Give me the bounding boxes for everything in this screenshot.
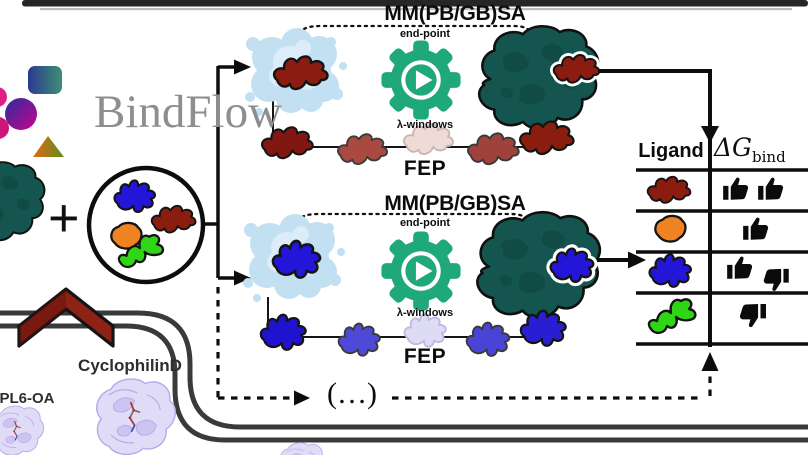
table-header-ligand: Ligand bbox=[638, 140, 704, 162]
table-ligand-blue bbox=[648, 253, 692, 288]
brand-title: BindFlow bbox=[94, 86, 283, 138]
branch-arrowheads bbox=[234, 59, 251, 286]
row2-endpoint-label: end-point bbox=[399, 217, 451, 229]
to-table-arrow-line bbox=[598, 69, 712, 126]
table-header-dg-bind: ΔGbind bbox=[714, 133, 786, 166]
plus-sign: + bbox=[48, 188, 80, 248]
chevron-up-marker bbox=[17, 287, 115, 348]
more-systems-dashed-path bbox=[216, 287, 712, 400]
protein-structure-pl6oa bbox=[0, 405, 45, 455]
gear-engine-icon bbox=[381, 231, 461, 311]
gear-engine-icon bbox=[381, 40, 461, 120]
delta-g-symbol: ΔG bbox=[714, 133, 753, 162]
system-label-cyclophilind: CyclophilinD bbox=[78, 356, 182, 375]
thumbs-up-icon bbox=[723, 177, 749, 200]
row2-lambda-windows-label: λ-windows bbox=[396, 307, 454, 319]
table-ligand-orange bbox=[654, 214, 687, 243]
row1-method-label: MM(PB/GB)SA bbox=[384, 2, 526, 25]
more-systems-ellipsis: (…) bbox=[327, 377, 377, 410]
protein-structure-cyclophilind bbox=[95, 378, 177, 455]
row1-endpoint-label: end-point bbox=[399, 28, 451, 40]
results-table-ligands bbox=[646, 175, 697, 335]
results-table-grid bbox=[636, 139, 808, 347]
bindflow-logo-icon bbox=[0, 66, 64, 157]
row2-method-label: MM(PB/GB)SA bbox=[384, 192, 526, 215]
dg-subscript: bind bbox=[752, 148, 786, 166]
workflow-row-red bbox=[245, 24, 719, 166]
card-borders bbox=[0, 0, 808, 443]
thumbs-up-icon bbox=[727, 256, 753, 279]
workflow-row-blue bbox=[243, 210, 646, 357]
thumbs-up-icon bbox=[758, 177, 784, 200]
thumbs-up-icon bbox=[743, 217, 769, 240]
protein-structure-peek bbox=[279, 442, 326, 455]
ligand-pool bbox=[86, 165, 206, 285]
thumbs-down-icon bbox=[739, 304, 766, 328]
table-ligand-red bbox=[646, 175, 692, 204]
table-ligand-green bbox=[647, 298, 697, 335]
to-table-arrowhead bbox=[628, 251, 646, 269]
thumbs-down-icon bbox=[763, 268, 789, 291]
row1-lambda-windows-label: λ-windows bbox=[396, 119, 454, 131]
row2-fep-label: FEP bbox=[403, 345, 447, 368]
more-systems-arrowheads bbox=[294, 352, 719, 406]
input-protein bbox=[0, 161, 46, 242]
row1-fep-label: FEP bbox=[403, 157, 447, 180]
branch-arrows bbox=[204, 65, 234, 280]
system-label-pl6oa: PL6-OA bbox=[0, 390, 55, 407]
to-table-arrowhead bbox=[701, 126, 719, 143]
